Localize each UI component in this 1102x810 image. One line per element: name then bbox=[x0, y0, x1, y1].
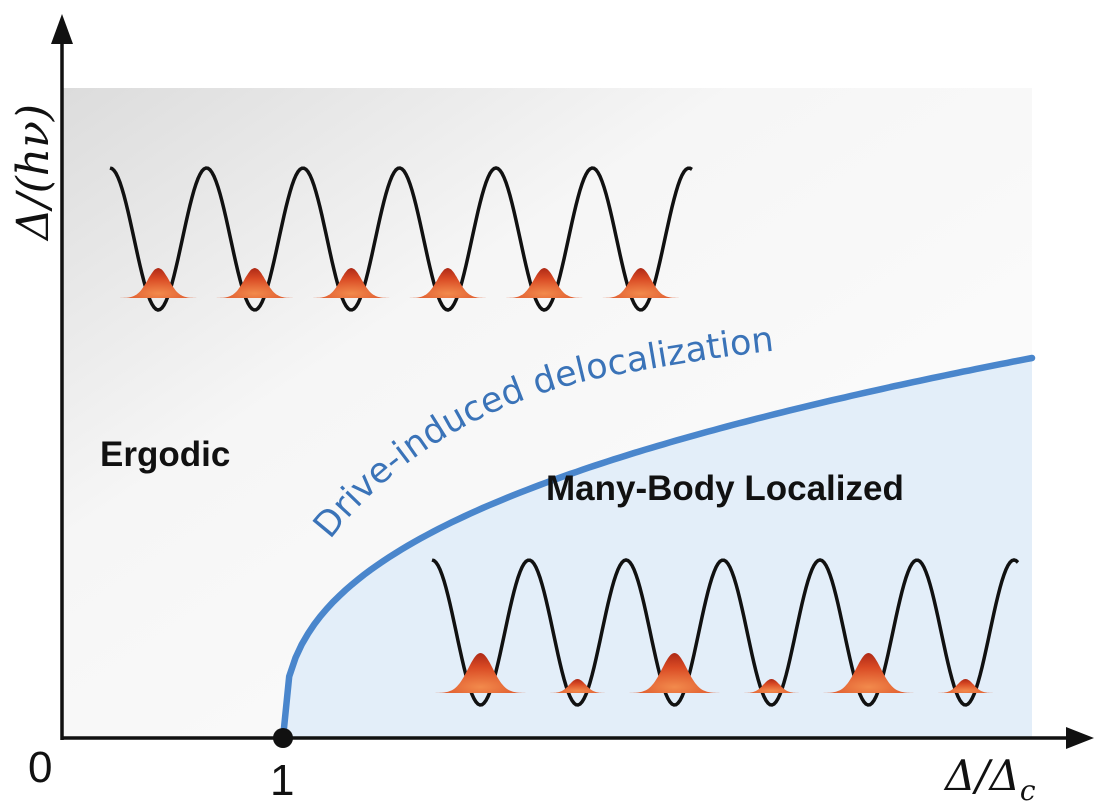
wavepacket bbox=[928, 679, 1003, 693]
wavepacket bbox=[206, 268, 304, 298]
wavepacket bbox=[423, 653, 538, 693]
mbl-label: Many-Body Localized bbox=[546, 469, 904, 508]
mbl-lattice-illustration bbox=[423, 558, 1020, 707]
lattice-potential-curve bbox=[431, 558, 1020, 707]
critical-point-marker bbox=[273, 728, 293, 748]
wavepacket bbox=[495, 268, 593, 298]
y-axis-label: Δ/(hν) bbox=[8, 104, 59, 242]
x-axis-arrowhead bbox=[1066, 727, 1094, 749]
x-axis-label-main: Δ/Δ bbox=[943, 751, 1020, 800]
x-axis-label-subscript: c bbox=[1020, 774, 1036, 807]
origin-tick-label: 0 bbox=[28, 743, 52, 792]
lattice-potential-curve bbox=[109, 166, 693, 312]
wavepacket bbox=[302, 268, 400, 298]
wavepacket bbox=[617, 653, 732, 693]
phase-boundary-curve bbox=[279, 354, 1036, 742]
y-axis-arrowhead bbox=[51, 14, 73, 44]
wavepacket bbox=[592, 268, 690, 298]
critical-tick-label: 1 bbox=[270, 756, 294, 805]
wavepacket bbox=[109, 268, 207, 298]
wavepacket bbox=[811, 653, 926, 693]
wavepacket bbox=[734, 679, 809, 693]
ergodic-label: Ergodic bbox=[100, 435, 230, 474]
ergodic-lattice-illustration bbox=[109, 166, 693, 312]
wavepacket bbox=[399, 268, 497, 298]
wavepacket bbox=[540, 679, 615, 693]
x-axis-label: Δ/Δc bbox=[943, 751, 1036, 807]
